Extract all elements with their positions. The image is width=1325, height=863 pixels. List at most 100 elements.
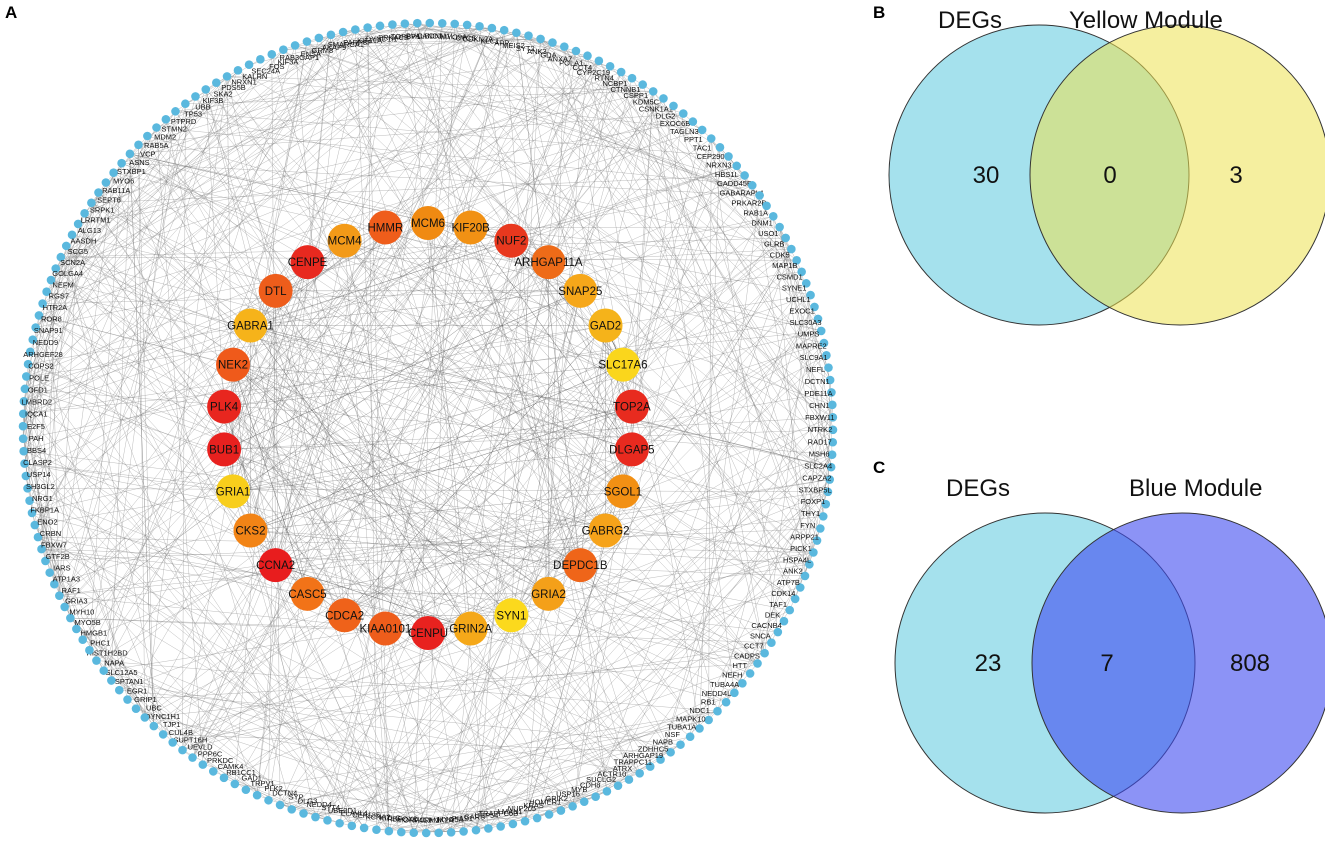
outer-gene-label: ATRX <box>613 764 632 773</box>
network-edge <box>34 524 427 834</box>
outer-gene-label: MYB <box>571 785 587 794</box>
network-edge <box>250 216 774 326</box>
network-edge <box>344 248 792 616</box>
hub-gene-node <box>614 432 649 467</box>
outer-gene-label: AKAP9 <box>322 43 346 52</box>
outer-gene-label: SYNE1 <box>782 284 807 293</box>
network-edge <box>500 491 829 827</box>
network-edge <box>42 22 418 304</box>
outer-gene-label: MAPK10 <box>676 714 706 723</box>
outer-gene-label: ANK2 <box>783 567 803 576</box>
outer-gene-label: MCPH1 <box>413 815 439 824</box>
network-edge <box>26 49 284 377</box>
outer-gene-label: POLA1 <box>559 59 583 68</box>
network-edge <box>55 34 332 269</box>
network-edge <box>237 70 758 664</box>
network-edge <box>466 24 819 320</box>
network-edge <box>388 609 790 832</box>
network-edge <box>38 113 684 316</box>
outer-gene-node <box>512 28 521 38</box>
outer-gene-node <box>219 773 229 783</box>
network-edge <box>773 216 806 576</box>
outer-gene-label: KALRN <box>242 72 267 81</box>
network-edge <box>66 245 225 450</box>
outer-gene-node <box>241 785 251 795</box>
network-edge <box>23 216 774 452</box>
network-edge <box>307 593 471 629</box>
network-edge <box>463 50 577 832</box>
outer-gene-label: PRKDC <box>207 756 234 765</box>
network-edge <box>351 260 797 826</box>
outer-gene-label: NRXN3 <box>706 161 731 170</box>
network-edge <box>232 227 471 492</box>
outer-gene-node <box>168 738 178 747</box>
outer-gene-node <box>459 827 468 836</box>
outer-gene-label: RAB3GAP1 <box>280 53 320 62</box>
network-edge <box>223 227 471 407</box>
outer-gene-node <box>462 20 472 30</box>
outer-gene-node <box>18 409 28 419</box>
network-edge <box>450 404 833 833</box>
outer-gene-node <box>740 171 749 180</box>
outer-gene-label: KITLG <box>379 814 401 823</box>
network-edge <box>605 454 833 531</box>
outer-gene-node <box>252 790 262 800</box>
network-edge <box>279 719 709 806</box>
network-edge <box>367 27 767 206</box>
outer-gene-label: HTT <box>732 661 747 670</box>
outer-gene-node <box>762 201 771 211</box>
outer-gene-node <box>779 616 789 626</box>
hub-gene-node <box>605 347 640 382</box>
network-edge <box>752 185 814 553</box>
outer-gene-node <box>446 828 456 837</box>
outer-gene-node <box>745 669 755 678</box>
outer-gene-label: MEIS2 <box>502 41 525 50</box>
network-edge <box>38 315 824 517</box>
outer-gene-node <box>583 51 592 61</box>
outer-gene-label: DLG3 <box>298 797 318 806</box>
network-edge <box>427 222 797 261</box>
network-edge <box>779 226 832 468</box>
outer-gene-node <box>666 747 675 757</box>
outer-gene-label: NEDD9 <box>33 338 58 347</box>
outer-gene-node <box>678 109 688 118</box>
network-edge <box>103 670 561 811</box>
outer-gene-label: PPT1 <box>684 135 703 144</box>
outer-gene-node <box>72 624 81 634</box>
outer-gene-label: TRAPPC6B <box>479 809 519 818</box>
network-edge <box>26 376 46 561</box>
network-edge <box>55 26 480 269</box>
outer-gene-label: USP14 <box>27 470 51 479</box>
outer-gene-label: CACNB4 <box>751 621 781 630</box>
outer-gene-node <box>323 816 332 825</box>
outer-gene-node <box>25 496 34 505</box>
outer-gene-node <box>421 828 431 838</box>
network-edge <box>283 49 758 664</box>
network-edge <box>30 351 640 774</box>
outer-gene-node <box>760 648 769 658</box>
outer-gene-label: AASDH <box>71 237 97 246</box>
network-edge <box>91 49 284 203</box>
network-edge <box>163 734 671 753</box>
network-edge <box>91 175 745 204</box>
outer-gene-label: SEC24A <box>251 67 280 76</box>
outer-gene-label: KIF3A <box>278 57 299 66</box>
network-edge <box>275 406 632 566</box>
outer-gene-label: SKA2 <box>214 89 233 98</box>
outer-gene-node <box>594 56 604 66</box>
network-edge <box>27 488 828 493</box>
outer-gene-node <box>326 30 336 40</box>
network-edge <box>98 192 549 595</box>
outer-gene-label: PDE11A <box>804 389 832 398</box>
network-edge <box>344 23 443 616</box>
outer-gene-node <box>21 471 31 481</box>
network-edge <box>271 54 501 827</box>
outer-gene-node <box>753 659 762 668</box>
outer-gene-node <box>60 602 69 612</box>
network-edge <box>59 32 517 596</box>
outer-gene-label: EXOC6B <box>660 119 690 128</box>
outer-gene-label: UCHL1 <box>786 295 811 304</box>
network-edge <box>224 318 819 407</box>
network-edge <box>28 325 251 365</box>
outer-gene-node <box>508 819 518 829</box>
